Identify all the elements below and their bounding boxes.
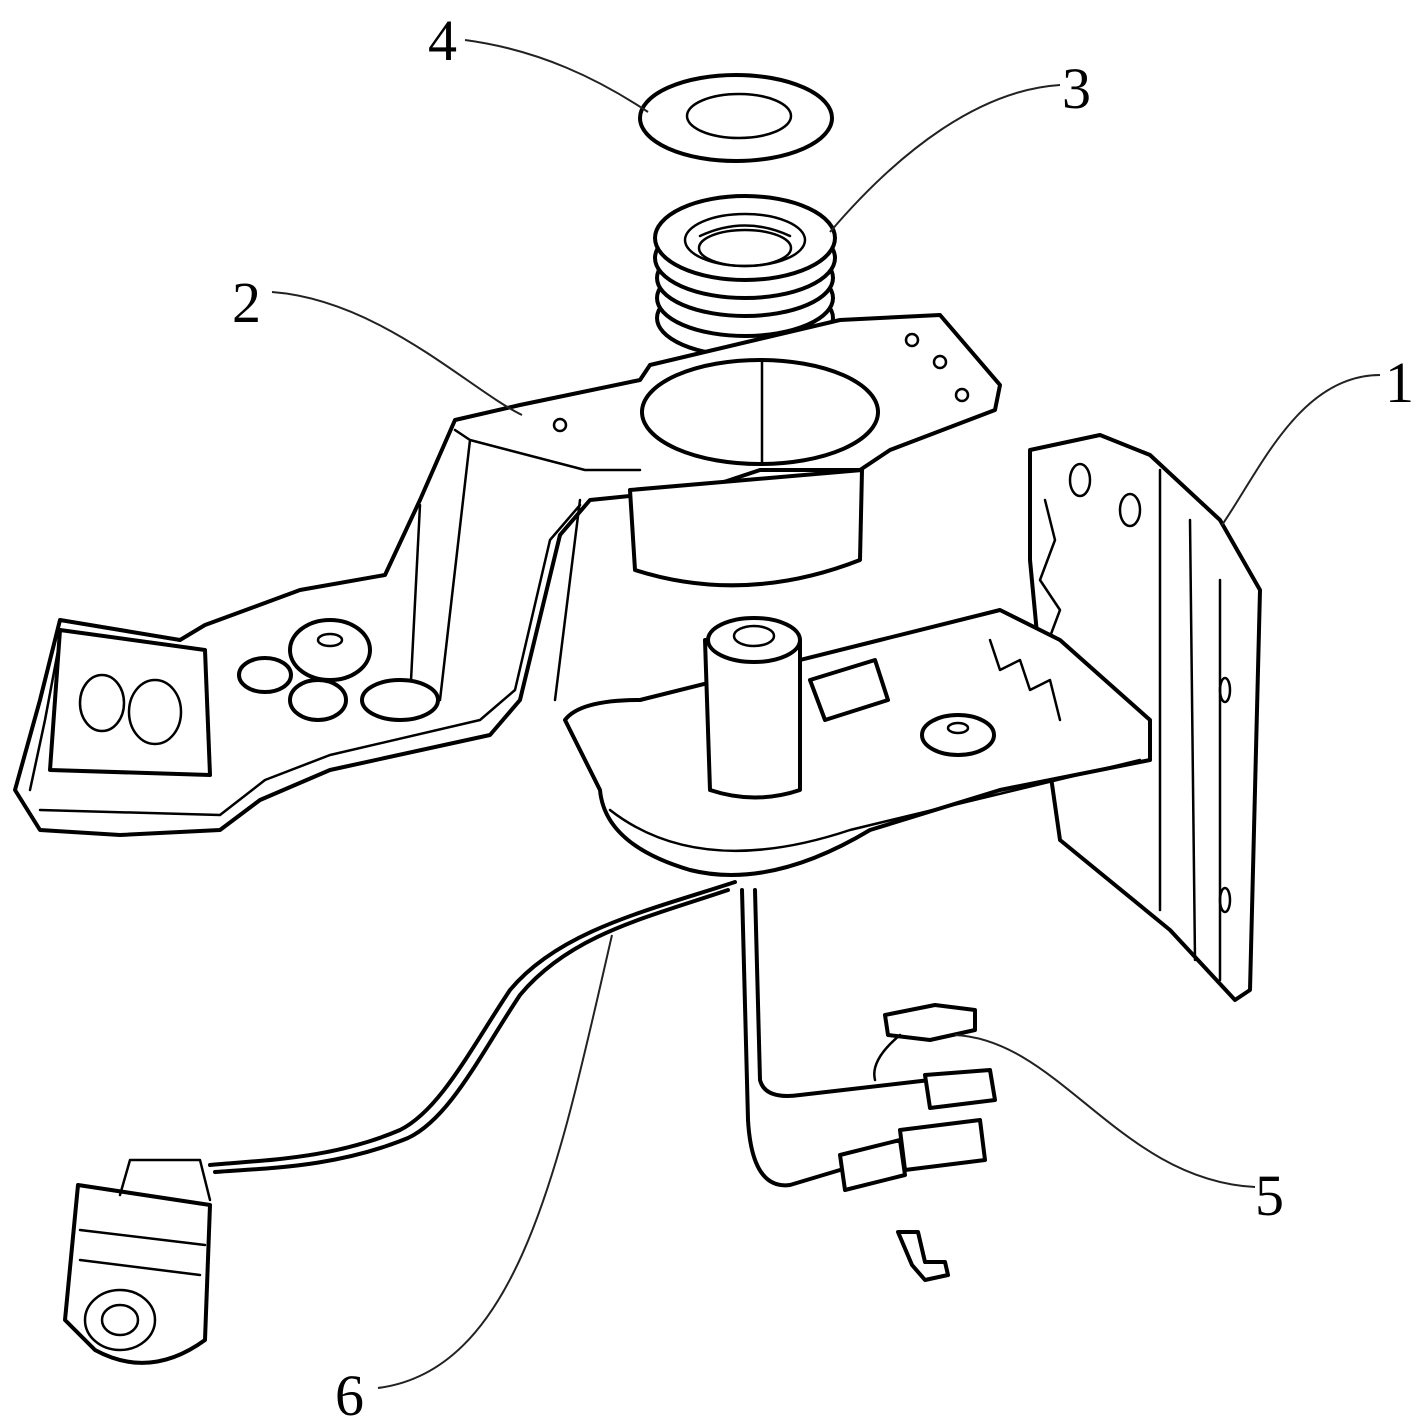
washer-part xyxy=(638,73,834,163)
label-6: 6 xyxy=(335,1363,364,1421)
upper-bracket-part xyxy=(13,313,1002,837)
leader-line-5 xyxy=(954,1034,1256,1188)
label-4: 4 xyxy=(428,8,457,73)
leader-line-3 xyxy=(829,84,1061,233)
spring-part xyxy=(653,194,837,358)
clip-part xyxy=(896,1230,950,1282)
sensor-connector-part xyxy=(873,1003,977,1082)
lower-base-part xyxy=(563,608,1152,877)
leader-line-6 xyxy=(377,934,613,1389)
label-2: 2 xyxy=(232,270,261,335)
label-5: 5 xyxy=(1255,1163,1284,1228)
wiring-harness-part xyxy=(63,880,997,1365)
leader-line-1 xyxy=(1221,374,1381,526)
label-3: 3 xyxy=(1062,56,1091,121)
label-1: 1 xyxy=(1385,350,1414,415)
leader-line-4 xyxy=(464,39,649,113)
leader-line-2 xyxy=(271,291,523,416)
